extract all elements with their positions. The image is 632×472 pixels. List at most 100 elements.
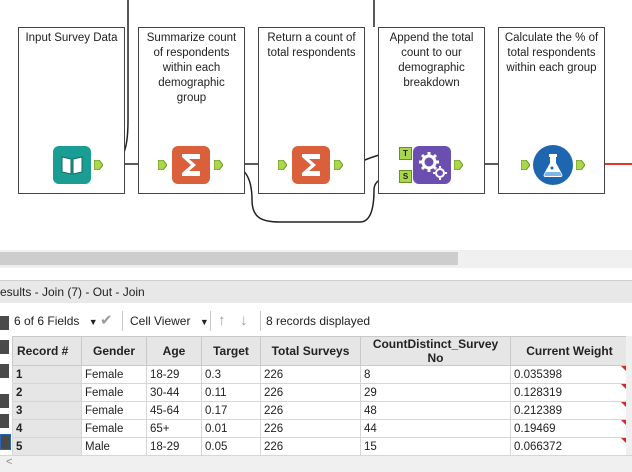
viewer-selector[interactable]: Cell Viewer ▼ [130, 308, 209, 334]
cell-age[interactable]: 45-64 [146, 401, 202, 420]
results-toolbar: 6 of 6 Fields ▼ ✔ Cell Viewer ▼ ↑ ↓ 8 re… [12, 308, 632, 334]
workflow-canvas[interactable]: Input Survey Data Summarize count of res… [0, 0, 632, 250]
input-anchor[interactable] [277, 159, 288, 171]
chevron-right-icon[interactable] [0, 434, 11, 450]
scrollbar-thumb[interactable] [0, 252, 458, 265]
results-side-toolbar [0, 316, 11, 466]
cell-age[interactable]: 65+ [146, 419, 202, 438]
table-row[interactable]: 3 Female 45-64 0.17 226 48 0.212389 [12, 401, 629, 420]
toolbar-separator [260, 311, 261, 331]
cell-target[interactable]: 0.01 [201, 419, 261, 438]
cell-count-distinct[interactable]: 48 [360, 401, 511, 420]
fields-selector[interactable]: 6 of 6 Fields ▼ [14, 308, 98, 334]
cell-current-weight[interactable]: 0.066372 [510, 437, 629, 456]
column-header[interactable]: Current Weight [510, 336, 629, 366]
cell-total-surveys[interactable]: 226 [260, 365, 361, 384]
arrow-up-icon[interactable]: ↑ [218, 312, 226, 329]
cell-age[interactable]: 18-29 [146, 365, 202, 384]
record-number: 4 [12, 419, 82, 438]
cell-current-weight[interactable]: 0.128319 [510, 383, 629, 402]
output-anchor[interactable] [575, 159, 586, 171]
cell-age[interactable]: 18-29 [146, 437, 202, 456]
canvas-horizontal-scrollbar[interactable] [0, 250, 632, 268]
toolbar-separator [122, 311, 123, 331]
sigma-icon[interactable] [172, 146, 210, 184]
table-row[interactable]: 1 Female 18-29 0.3 226 8 0.035398 [12, 365, 629, 384]
viewer-selector-label: Cell Viewer [130, 314, 191, 328]
cell-age[interactable]: 30-44 [146, 383, 202, 402]
table-icon[interactable] [0, 340, 9, 354]
check-icon[interactable]: ✔ [100, 312, 113, 329]
input-anchor[interactable] [157, 159, 168, 171]
cell-count-distinct[interactable]: 8 [360, 365, 511, 384]
tool-append-container[interactable]: Append the total count to our demographi… [378, 27, 485, 194]
results-header: esults - Join (7) - Out - Join [0, 280, 632, 303]
grid-horizontal-scrollbar[interactable]: < [0, 455, 632, 472]
cell-total-surveys[interactable]: 226 [260, 383, 361, 402]
record-number: 1 [12, 365, 82, 384]
cell-gender[interactable]: Female [81, 419, 147, 438]
cell-gender[interactable]: Female [81, 365, 147, 384]
cell-total-surveys[interactable]: 226 [260, 419, 361, 438]
cell-target[interactable]: 0.17 [201, 401, 261, 420]
column-header[interactable]: Gender [81, 336, 147, 366]
input-anchor[interactable] [520, 159, 531, 171]
cell-target[interactable]: 0.11 [201, 383, 261, 402]
output-anchor[interactable] [93, 159, 104, 171]
cell-current-weight[interactable]: 0.19469 [510, 419, 629, 438]
truncation-flag-icon [621, 366, 628, 373]
cell-count-distinct[interactable]: 44 [360, 419, 511, 438]
fields-selector-label: 6 of 6 Fields [14, 314, 80, 328]
tool-formula-container[interactable]: Calculate the % of total respondents wit… [498, 27, 605, 194]
chevron-right-icon[interactable] [0, 414, 9, 428]
column-header[interactable]: CountDistinct_Survey No [360, 336, 511, 366]
cell-target[interactable]: 0.05 [201, 437, 261, 456]
tool-label: Return a count of total respondents [267, 32, 356, 59]
chevron-right-icon[interactable] [0, 394, 9, 408]
records-count: 8 records displayed [266, 314, 371, 328]
toolbar-separator [210, 311, 211, 331]
tool-label: Calculate the % of total respondents wit… [504, 32, 599, 74]
record-number: 2 [12, 383, 82, 402]
cell-current-weight[interactable]: 0.212389 [510, 401, 629, 420]
source-anchor[interactable]: S [399, 170, 412, 183]
column-header[interactable]: Record # [12, 336, 82, 366]
cell-target[interactable]: 0.3 [201, 365, 261, 384]
cell-total-surveys[interactable]: 226 [260, 437, 361, 456]
arrow-down-icon[interactable]: ↓ [240, 312, 248, 329]
cell-gender[interactable]: Female [81, 401, 147, 420]
column-header[interactable]: Target [201, 336, 261, 366]
wire-summarize-append-source [223, 163, 399, 223]
cell-value: 0.066372 [514, 440, 562, 453]
tool-label: Input Survey Data [25, 32, 118, 44]
tool-summarize-container[interactable]: Summarize count of respondents within ea… [138, 27, 245, 194]
cell-count-distinct[interactable]: 15 [360, 437, 511, 456]
table-row[interactable]: 2 Female 30-44 0.11 226 29 0.128319 [12, 383, 629, 402]
output-anchor[interactable] [453, 159, 464, 171]
search-icon[interactable] [0, 364, 9, 378]
cell-gender[interactable]: Female [81, 383, 147, 402]
table-row[interactable]: 5 Male 18-29 0.05 226 15 0.066372 [12, 437, 629, 456]
target-anchor[interactable]: T [399, 147, 412, 160]
book-icon[interactable] [53, 146, 91, 184]
output-anchor[interactable] [333, 159, 344, 171]
column-header[interactable]: Age [146, 336, 202, 366]
chevron-down-icon: ▼ [199, 317, 209, 327]
results-title: esults - Join (7) - Out - Join [0, 285, 145, 299]
cell-total-surveys[interactable]: 226 [260, 401, 361, 420]
cell-count-distinct[interactable]: 29 [360, 383, 511, 402]
chevron-left-icon[interactable]: < [6, 456, 13, 468]
results-grid[interactable]: Record # Gender Age Target Total Surveys… [12, 336, 629, 456]
cell-gender[interactable]: Male [81, 437, 147, 456]
list-icon[interactable] [0, 316, 9, 330]
column-header[interactable]: Total Surveys [260, 336, 361, 366]
truncation-flag-icon [621, 384, 628, 391]
gears-icon[interactable] [413, 146, 451, 184]
output-anchor[interactable] [213, 159, 224, 171]
table-row[interactable]: 4 Female 65+ 0.01 226 44 0.19469 [12, 419, 629, 438]
tool-label: Summarize count of respondents within ea… [146, 32, 237, 104]
sigma-icon[interactable] [292, 146, 330, 184]
cell-current-weight[interactable]: 0.035398 [510, 365, 629, 384]
grid-vertical-scrollbar[interactable] [626, 336, 632, 471]
flask-icon[interactable] [533, 145, 573, 185]
